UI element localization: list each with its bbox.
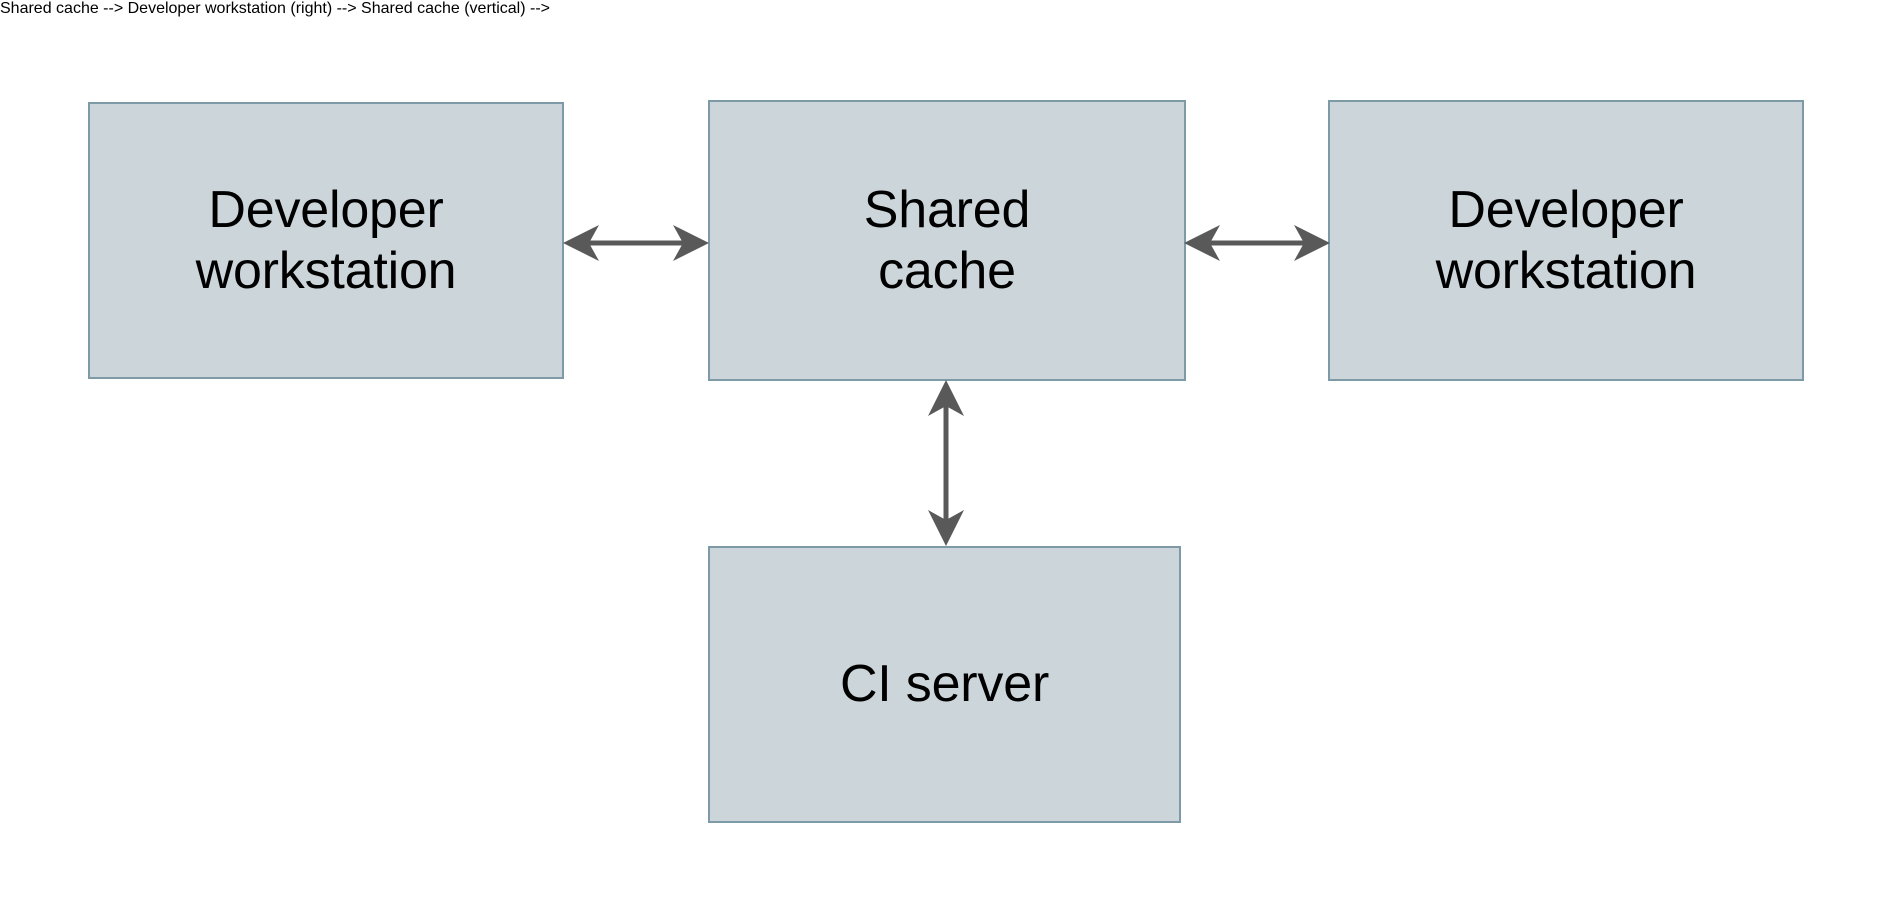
- node-label: CI server: [839, 655, 1050, 714]
- double-arrow-icon: [928, 380, 964, 546]
- connector-ci-server-to-shared-cache[interactable]: [906, 372, 986, 554]
- double-arrow-icon: [563, 225, 709, 261]
- node-developer-workstation-right[interactable]: Developer workstation: [1328, 100, 1804, 381]
- node-label: Developer workstation: [195, 181, 457, 300]
- node-label: Developer workstation: [1435, 181, 1697, 300]
- node-label: Shared cache: [863, 181, 1031, 300]
- node-ci-server[interactable]: CI server: [708, 546, 1181, 823]
- node-developer-workstation-left[interactable]: Developer workstation: [88, 102, 564, 379]
- connector-shared-cache-to-right-workstation[interactable]: [1176, 203, 1338, 283]
- node-shared-cache[interactable]: Shared cache: [708, 100, 1186, 381]
- double-arrow-icon: [1184, 225, 1330, 261]
- connector-left-workstation-to-shared-cache[interactable]: [555, 203, 717, 283]
